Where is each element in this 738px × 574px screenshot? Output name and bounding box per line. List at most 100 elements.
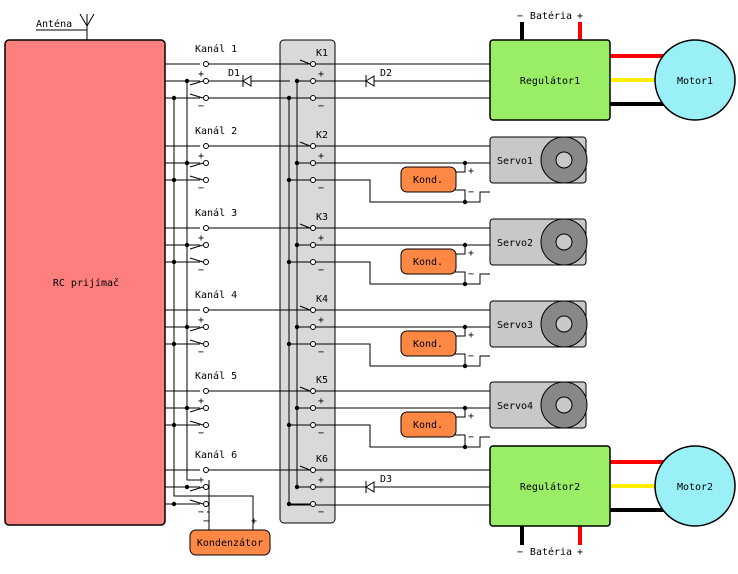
channel-minus-pin	[189, 499, 204, 505]
connector-signal-terminal	[310, 467, 316, 473]
channel-plus-terminal	[203, 484, 209, 490]
servo-label: Servo4	[497, 401, 533, 412]
channel-plus-sign: +	[198, 315, 204, 326]
channel-plus-pin	[189, 407, 204, 413]
cap-plus-tap	[455, 327, 466, 337]
battery-plus-sign: +	[577, 547, 583, 558]
channel-signal-terminal	[203, 467, 209, 473]
connector-minus-sign: −	[318, 347, 324, 358]
channel-minus-pin	[189, 420, 204, 426]
regulator-label: Regulátor2	[520, 481, 580, 493]
connector-minus-terminal	[310, 422, 316, 428]
battery-label: Batéria	[530, 10, 572, 22]
channel-minus-sign: −	[198, 507, 204, 518]
receiver-plus-junction	[184, 242, 190, 248]
connector-minus-sign: −	[318, 101, 324, 112]
receiver-minus-junction	[171, 95, 177, 101]
connector-plus-terminal	[310, 324, 316, 330]
servo-capacitor-plus-sign: +	[468, 330, 474, 341]
channel-plus-terminal	[203, 324, 209, 330]
connector-minus-junction	[286, 422, 292, 428]
diode-d3-label: D3	[380, 474, 392, 485]
receiver-power-bus	[186, 81, 200, 481]
channel-label: Kanál 3	[195, 207, 237, 219]
servo-minus-wire	[316, 261, 490, 285]
main-capacitor	[189, 529, 271, 556]
connector-signal-terminal	[310, 225, 316, 231]
main-capacitor-plus-sign: +	[251, 516, 257, 527]
receiver-minus-junction	[171, 501, 177, 507]
receiver-label: RC prijímač	[53, 277, 119, 289]
servo-capacitor-minus-sign: −	[468, 187, 474, 198]
receiver-plus-junction	[184, 324, 190, 330]
cap-minus-junction	[462, 363, 468, 369]
channel-plus-terminal	[203, 78, 209, 84]
main-capacitor-label: Kondenzátor	[197, 537, 263, 549]
connector-signal-pin	[299, 223, 311, 229]
connector-plus-junction	[294, 78, 300, 84]
connector-signal-terminal	[310, 388, 316, 394]
connector-plus-sign: +	[318, 69, 324, 80]
connector-plus-sign: +	[318, 475, 324, 486]
connector-plus-junction	[294, 242, 300, 248]
receiver-plus-junction	[184, 160, 190, 166]
channel-minus-pin	[189, 175, 204, 181]
servo-hub	[555, 396, 573, 414]
connector-signal-pin	[299, 59, 311, 65]
servo-capacitor	[400, 248, 457, 275]
connector-signal-pin	[299, 141, 311, 147]
diode-d1-label: D1	[228, 68, 240, 79]
connector-plus-sign: +	[318, 151, 324, 162]
channel-plus-pin	[189, 486, 204, 492]
connector-minus-terminal	[310, 95, 316, 101]
servo-label: Servo3	[497, 320, 533, 331]
motor-label: Motor1	[677, 76, 713, 87]
servo-hub	[555, 315, 573, 333]
channel-plus-pin	[189, 326, 204, 332]
servo-capacitor-plus-sign: +	[468, 166, 474, 177]
battery-label: Batéria	[530, 546, 572, 558]
channel-minus-pin	[189, 257, 204, 263]
channel-plus-terminal	[203, 242, 209, 248]
antenna-label: Anténa	[36, 18, 72, 30]
servo-hub	[555, 151, 573, 169]
servo-capacitor-label: Kond.	[413, 175, 443, 186]
channel-signal-terminal	[203, 307, 209, 313]
cap-plus-junction	[462, 160, 468, 166]
channel-minus-sign: −	[198, 101, 204, 112]
connector-signal-pin	[299, 465, 311, 471]
connector-plus-terminal	[310, 242, 316, 248]
channel-label: Kanál 5	[195, 370, 237, 382]
servo-minus-wire	[316, 179, 490, 203]
servo-capacitor	[400, 166, 457, 193]
channel-minus-terminal	[203, 259, 209, 265]
channel-minus-terminal	[203, 501, 209, 507]
diode-d2-label: D2	[380, 68, 392, 79]
servo-capacitor-plus-sign: +	[468, 248, 474, 259]
connector-plus-sign: +	[318, 315, 324, 326]
receiver-minus-junction	[171, 259, 177, 265]
connector-minus-junction	[286, 341, 292, 347]
servo-minus-wire	[316, 343, 490, 367]
battery-plus-sign: +	[577, 11, 583, 22]
connector-minus-sign: −	[318, 183, 324, 194]
servo-capacitor-plus-sign: +	[468, 411, 474, 422]
channel-plus-sign: +	[198, 151, 204, 162]
connector-minus-junction	[286, 95, 292, 101]
cap-plus-junction	[462, 242, 468, 248]
cap-plus-tap	[455, 163, 466, 173]
channel-plus-sign: +	[198, 396, 204, 407]
connector-minus-terminal	[310, 341, 316, 347]
servo-capacitor-minus-sign: −	[468, 351, 474, 362]
channel-signal-terminal	[203, 225, 209, 231]
battery-minus-sign: −	[517, 547, 523, 558]
servo-capacitor	[400, 330, 457, 357]
channel-minus-terminal	[203, 422, 209, 428]
cap-minus-junction	[462, 281, 468, 287]
channel-minus-terminal	[203, 177, 209, 183]
receiver-plus-junction	[184, 405, 190, 411]
cap-minus-tap	[455, 434, 466, 447]
connector-plus-junction	[294, 405, 300, 411]
connector-label: K6	[316, 454, 328, 465]
channel-plus-pin	[189, 80, 204, 86]
